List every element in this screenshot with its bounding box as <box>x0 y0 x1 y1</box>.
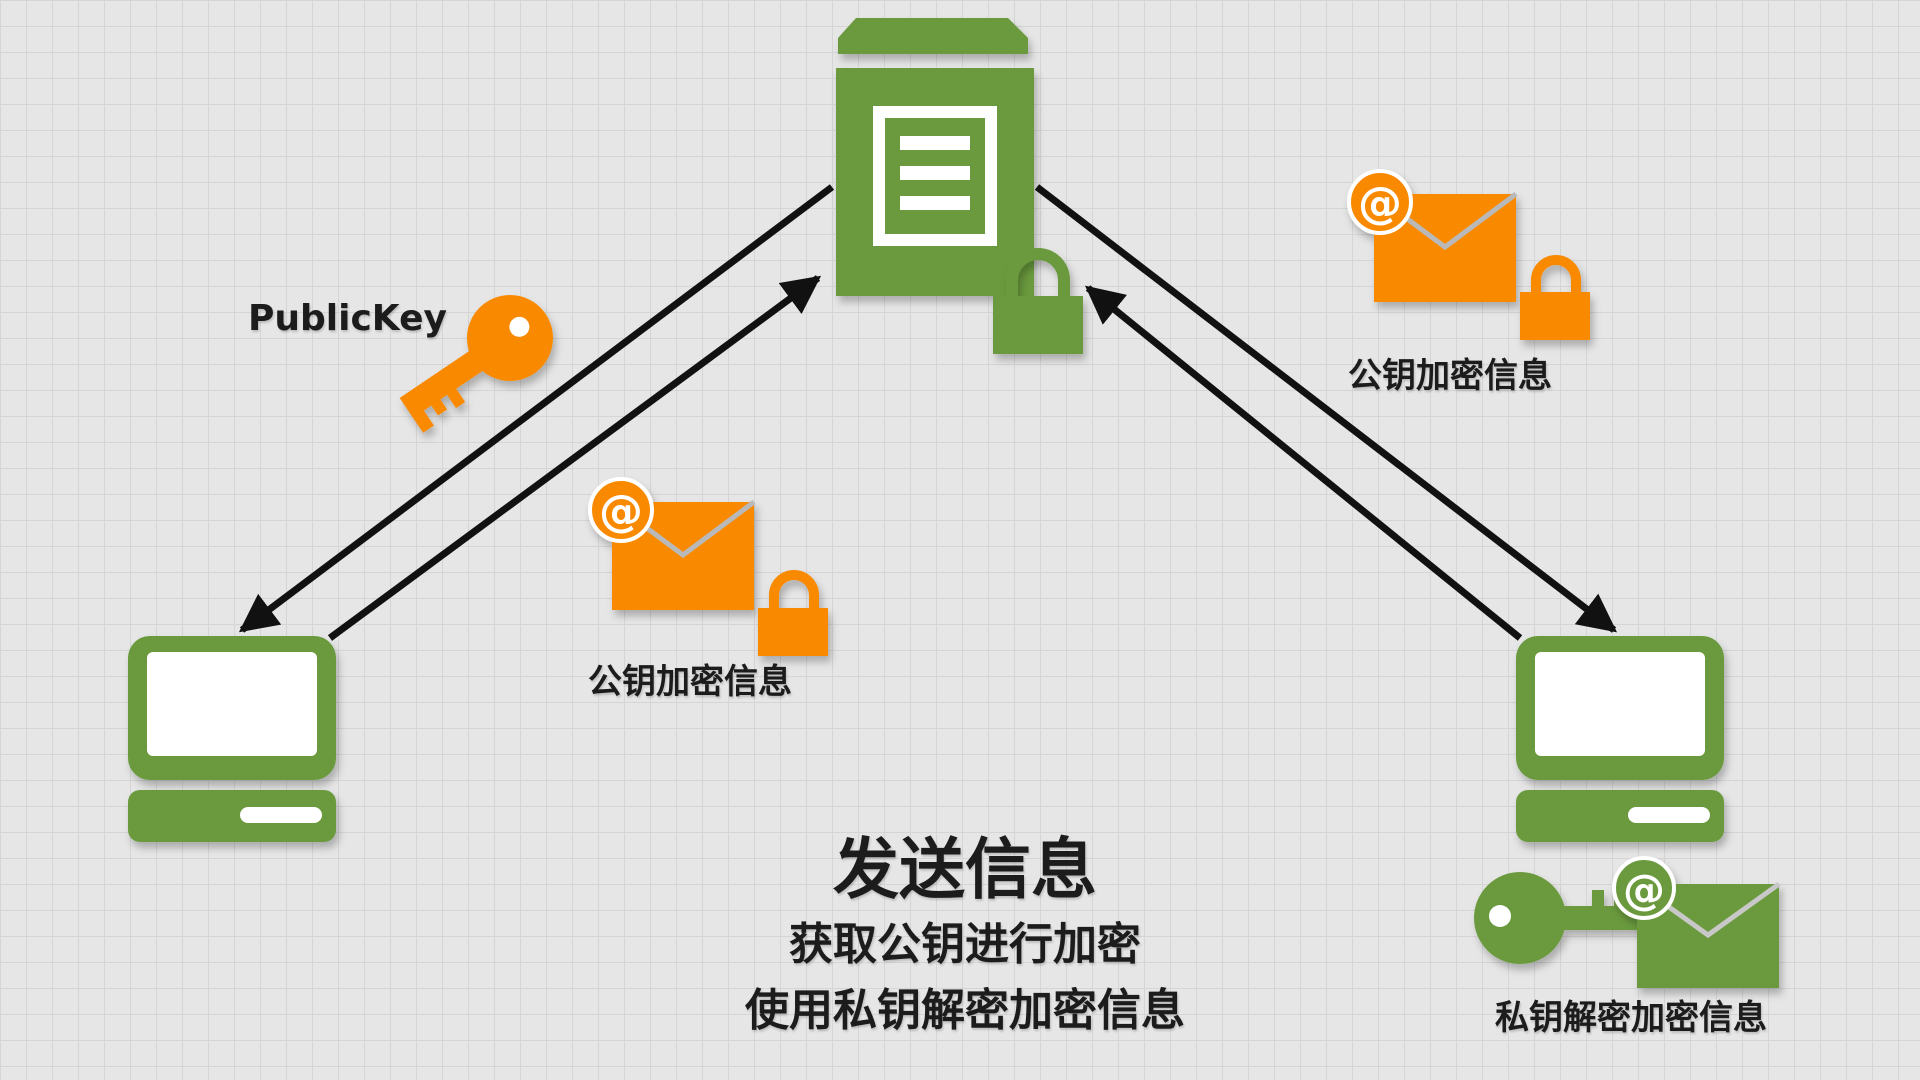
caption-title: 发送信息 <box>833 831 1097 908</box>
lock-icon-left-mail <box>758 570 828 656</box>
arrow-right-client-to-server <box>1085 285 1523 641</box>
lock-icon-right-mail <box>1520 255 1590 340</box>
private-decrypt-label: 私钥解密加密信息 <box>1495 998 1767 1038</box>
caption-line-2: 使用私钥解密加密信息 <box>745 985 1185 1036</box>
server-cap <box>838 18 1028 54</box>
left-encrypted-label: 公钥加密信息 <box>588 662 792 702</box>
document-server-icon <box>836 18 1034 296</box>
caption: 发送信息 获取公钥进行加密 使用私钥解密加密信息 <box>660 828 1270 1044</box>
lock-icon <box>993 248 1083 354</box>
arrow-server-to-right-client <box>1034 184 1618 633</box>
caption-line-1: 获取公钥进行加密 <box>789 919 1141 970</box>
screen <box>147 652 317 756</box>
svg-text:@: @ <box>599 486 643 537</box>
email-icon-left: @ <box>588 477 756 610</box>
screen <box>1535 652 1705 756</box>
email-icon-right: @ <box>1347 169 1518 302</box>
right-encrypted-label: 公钥加密信息 <box>1348 356 1552 396</box>
computer-icon-right <box>1516 636 1724 842</box>
public-key-icon <box>399 295 553 433</box>
base <box>128 790 336 842</box>
arrows <box>238 184 1618 641</box>
email-icon-private: @ <box>1612 856 1781 988</box>
svg-text:@: @ <box>1623 865 1665 914</box>
base <box>1516 790 1724 842</box>
public-key-label: PublicKey <box>248 298 447 339</box>
svg-text:@: @ <box>1358 178 1402 229</box>
computer-icon-left <box>128 636 336 842</box>
arrow-left-client-to-server <box>327 275 822 641</box>
arrow-server-to-left-client <box>238 184 835 633</box>
